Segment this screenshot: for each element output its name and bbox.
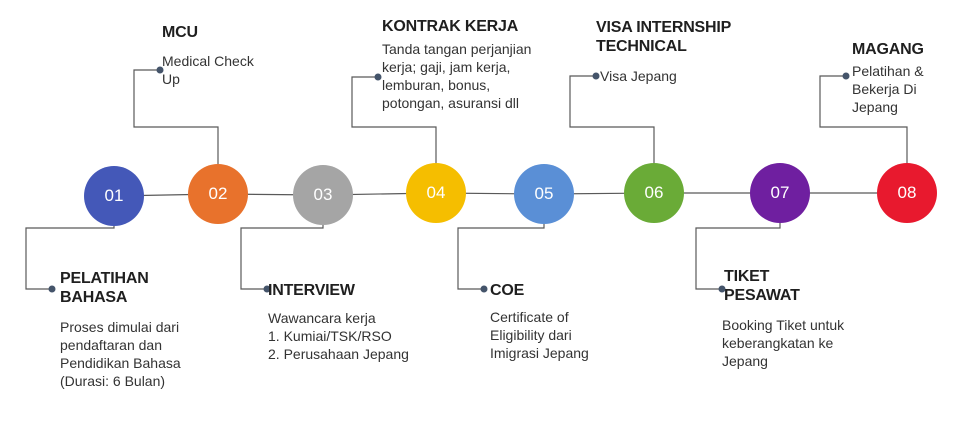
step-number: 08: [897, 183, 917, 202]
step-description-line: Tanda tangan perjanjian: [382, 41, 532, 57]
step-connector-4: [351, 76, 437, 163]
step-description-line: (Durasi: 6 Bulan): [60, 373, 166, 389]
connector-dot: [842, 72, 850, 80]
step-circle-7: 07: [750, 163, 810, 223]
step-connector-1: [25, 226, 115, 290]
step-description-line: Certificate of: [490, 309, 569, 325]
step-circle-8: 08: [877, 163, 937, 223]
step-number: 06: [644, 183, 664, 202]
step-title-line: PESAWAT: [724, 287, 800, 304]
step-description-line: Eligibility dari: [490, 327, 572, 343]
step-connector-6: [569, 75, 655, 163]
connector-dot: [263, 285, 271, 293]
connector-dot: [374, 73, 382, 81]
step-title-2: MCU: [162, 23, 198, 42]
step-circle-1: 01: [84, 166, 144, 226]
step-number: 05: [534, 184, 554, 203]
step-description-line: kerja; gaji, jam kerja,: [382, 59, 511, 75]
step-title-line: PELATIHAN: [60, 270, 149, 287]
step-title-4: KONTRAK KERJA: [382, 17, 518, 36]
step-title-line: TIKET: [724, 268, 770, 285]
step-number: 01: [104, 186, 124, 205]
step-circle-2: 02: [188, 164, 248, 224]
step-title-6: VISA INTERNSHIP TECHNICAL: [596, 18, 731, 56]
step-connector-8: [819, 75, 908, 163]
connector-dot: [592, 72, 600, 80]
step-description-7: Booking Tiket untuk keberangkatan ke Jepan…: [722, 316, 844, 370]
step-number: 07: [770, 183, 790, 202]
step-title-line: MAGANG: [852, 41, 924, 58]
step-title-line: COE: [490, 282, 525, 299]
step-description-line: potongan, asuransi dll: [382, 95, 519, 111]
step-description-line: Medical Check: [162, 53, 254, 69]
step-title-8: MAGANG: [852, 40, 924, 59]
step-title-line: INTERVIEW: [268, 282, 355, 299]
step-connector-7: [695, 223, 781, 290]
step-title-1: PELATIHAN BAHASA: [60, 269, 149, 307]
step-description-line: Wawancara kerja: [268, 310, 376, 326]
step-description-line: Proses dimulai dari: [60, 319, 180, 335]
connector-dot: [156, 66, 164, 74]
step-description-line: Visa Jepang: [600, 68, 677, 84]
step-title-5: COE: [490, 281, 524, 300]
step-description-line: Jepang: [852, 99, 898, 115]
step-number: 03: [313, 185, 333, 204]
step-description-line: pendaftaran dan: [60, 337, 162, 353]
step-description-line: Imigrasi Jepang: [490, 345, 589, 361]
step-title-line: TECHNICAL: [596, 38, 687, 55]
step-title-line: VISA INTERNSHIP: [596, 19, 732, 36]
step-description-6: Visa Jepang: [600, 67, 677, 85]
step-circle-4: 04: [406, 163, 466, 223]
step-title-line: MCU: [162, 24, 198, 41]
step-description-8: Pelatihan & Bekerja Di Jepang: [852, 62, 924, 116]
step-connector-5: [457, 224, 545, 290]
step-description-line: Jepang: [722, 353, 768, 369]
step-description-line: Bekerja Di: [852, 81, 917, 97]
step-title-7: TIKET PESAWAT: [724, 267, 800, 305]
step-description-line: 1. Kumiai/TSK/RSO: [268, 328, 392, 344]
step-circle-5: 05: [514, 164, 574, 224]
step-circle-3: 03: [293, 165, 353, 225]
step-description-line: 2. Perusahaan Jepang: [268, 346, 409, 362]
step-description-line: Pendidikan Bahasa: [60, 355, 181, 371]
step-description-line: Up: [162, 71, 180, 87]
step-number: 02: [208, 184, 228, 203]
connector-dot: [48, 285, 56, 293]
step-description-line: Pelatihan &: [852, 63, 924, 79]
connector-dot: [480, 285, 488, 293]
step-title-line: BAHASA: [60, 289, 128, 306]
step-connector-2: [133, 69, 219, 164]
step-description-line: keberangkatan ke: [722, 335, 834, 351]
step-number: 04: [426, 183, 446, 202]
step-connector-3: [240, 225, 324, 290]
step-title-3: INTERVIEW: [268, 281, 355, 300]
step-title-line: KONTRAK KERJA: [382, 18, 519, 35]
step-description-line: Booking Tiket untuk: [722, 317, 845, 333]
step-description-4: Tanda tangan perjanjian kerja; gaji, jam …: [382, 40, 531, 112]
connector-dot: [718, 285, 726, 293]
step-description-3: Wawancara kerja 1. Kumiai/TSK/RSO 2. Perus…: [268, 309, 409, 363]
step-circle-6: 06: [624, 163, 684, 223]
step-description-line: lemburan, bonus,: [382, 77, 491, 93]
